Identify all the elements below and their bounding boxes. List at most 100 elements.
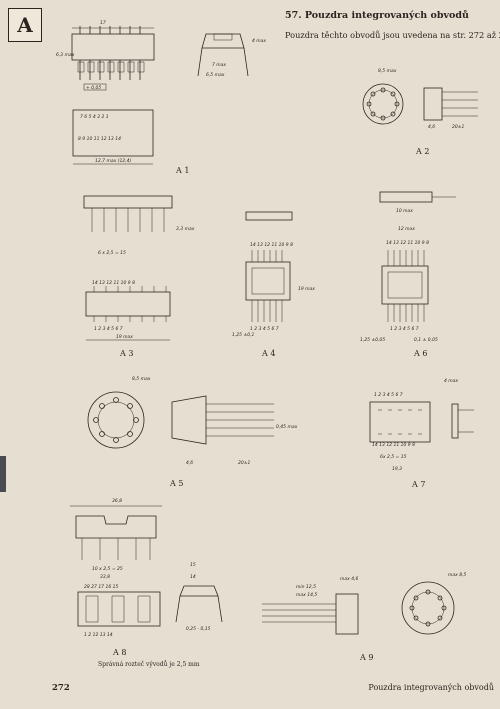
figure-label-a6: A 6	[414, 349, 428, 358]
a6-dim-t: 0,1 ± 0,05	[414, 337, 438, 343]
a5-leads	[206, 403, 274, 437]
a8-body-side	[75, 515, 157, 539]
a7-dim-w: 19,3	[392, 466, 402, 472]
figure-label-a7: A 7	[412, 480, 426, 489]
a1-body-top	[72, 109, 154, 157]
section-letter-box: A	[8, 8, 42, 42]
a1-tag-text: + 0,05	[86, 85, 101, 91]
a6-pins-bot: 1 2 3 4 5 6 7	[390, 326, 419, 332]
a6-pins-top: 14 13 12 11 10 9 8	[386, 240, 429, 246]
a2-dim-dia: 8,5 max	[378, 68, 397, 74]
a8-pins-bot: 1 2 12 13 14	[84, 632, 113, 638]
a7-dim-pitch: 6x 2,5 = 15	[380, 454, 407, 460]
figure-a1-drawing: 17 6,3 max + 0,05 7 6 5 4 3 2 1 8 9 10 1…	[56, 20, 266, 165]
a2-leads	[442, 91, 478, 117]
a7-side	[451, 403, 459, 439]
a1-dim-width: 12,7 max (12,4)	[95, 158, 131, 164]
page-edge-tab	[0, 456, 6, 492]
a5-dim-d2: 0,45 max	[276, 424, 298, 430]
a2-dim-len: 4,6	[428, 124, 435, 130]
a1-side-leads	[197, 47, 249, 77]
a1-dim-dev: 7 max	[212, 62, 226, 68]
page-title: 57. Pouzdra integrovaných obvodů	[285, 10, 469, 21]
a3-pins	[91, 208, 165, 232]
a6-leads	[387, 250, 425, 322]
figure-a2-drawing: 8,5 max 4,6 20±1	[362, 68, 478, 130]
a1-body-side	[71, 33, 155, 61]
a4-leads	[251, 250, 283, 322]
a5-dim-len: 4,6	[186, 460, 193, 466]
a1-dim-height: 6,3 max	[56, 52, 75, 58]
a1-pins-bot: 8 9 10 11 12 13 14	[78, 136, 121, 142]
a9-leads	[262, 603, 336, 623]
a8-dim-t: 0,25 - 0,15	[186, 626, 211, 632]
figure-label-a4: A 4	[262, 349, 276, 358]
a9-dim-dia: max 8,5	[448, 572, 467, 578]
a3-dim-h: 3,3 max	[176, 226, 195, 232]
a1-dim-wide: 6,5 max	[206, 72, 225, 78]
a5-can	[171, 395, 207, 445]
figure-label-a2: A 2	[416, 147, 430, 156]
figure-label-a3: A 3	[120, 349, 134, 358]
a6-window	[387, 271, 423, 299]
a9-dim-len: min 12,5	[296, 584, 316, 590]
a5-circle-outer	[87, 391, 145, 449]
page-number: 272	[52, 683, 70, 693]
a3-pins-bot: 1 2 3 4 5 6 7	[94, 326, 123, 332]
a3-dim-len: 19 max	[116, 334, 133, 340]
a8-pins-side	[81, 538, 151, 560]
a1-side-top	[213, 33, 233, 41]
a8-dim-w: 36,8	[112, 498, 122, 504]
a1-pins-down	[79, 60, 141, 80]
a4-window	[251, 267, 285, 295]
figure-label-a1: A 1	[176, 166, 190, 175]
a6-body	[381, 265, 429, 305]
a4-dim-pitch: 1,25 ±0,1	[232, 332, 255, 338]
a8-dim-e: 14	[190, 574, 196, 580]
a6-dim-l: 10 max	[396, 208, 413, 214]
a5-dim-dia: 8,5 max	[132, 376, 151, 382]
a9-circle-outer	[401, 581, 455, 635]
a1-side-dim: 4 max	[252, 38, 266, 44]
a1-pads	[77, 61, 145, 73]
running-footer-title: Pouzdra integrovaných obvodů	[368, 683, 494, 692]
a1-tag	[83, 83, 107, 91]
a4-pins-top: 14 13 12 11 10 9 8	[250, 242, 293, 248]
figure-a6-drawing: 10 max 12 max 14 13 12 11 10 9 8 1 2 3 4…	[360, 191, 456, 343]
a3-body-side	[83, 195, 173, 209]
a2-dim-lead: 20±1	[452, 124, 464, 130]
a3-body-top	[85, 291, 171, 317]
a6-dim-w: 12 max	[398, 226, 415, 232]
a4-body	[245, 261, 291, 301]
a3-pins-top: 14 13 12 11 10 9 8	[92, 280, 135, 286]
a7-body	[369, 401, 431, 443]
figure-a4-drawing: 14 13 12 11 10 9 8 1 2 3 4 5 6 7 1,25 ±0…	[232, 211, 315, 338]
figure-a5-drawing: 8,5 max 4,6 20±1 0,45 max	[87, 376, 298, 466]
a2-circle-inner	[368, 89, 398, 119]
a8-dim-l: 33,8	[100, 574, 110, 580]
a8-dim-d: 15	[190, 562, 196, 568]
a1-side-body	[201, 33, 245, 49]
a5-circle-inner	[97, 401, 135, 439]
a6-dim-pitch: 1,25 ±0,05	[360, 337, 385, 343]
a7-side-leads	[458, 409, 474, 433]
a7-dim-h: 4 max	[444, 378, 458, 384]
a1-pins-up	[79, 26, 141, 34]
figure-a7-drawing: 1 2 3 4 5 6 7 14 13 12 11 10 9 8 6x 2,5 …	[369, 378, 474, 472]
figure-a3-drawing: 6 x 2,5 = 15 3,3 max 14 13 12 11 10 9 8 …	[83, 195, 195, 341]
page-subtitle: Pouzdra těchto obvodů jsou uvedena na st…	[285, 30, 500, 40]
figure-label-a9: A 9	[360, 653, 374, 662]
a7-pins-top: 1 2 3 4 5 6 7	[374, 392, 403, 398]
a8-dim-pitch: 10 x 2,5 = 25	[92, 566, 123, 572]
a9-dim-lead: max 4,6	[340, 576, 359, 582]
a7-pads	[378, 409, 422, 435]
a8-body-top	[77, 591, 161, 627]
figure-label-a8: A 8	[113, 648, 127, 657]
a3-dim-pitch: 6 x 2,5 = 15	[98, 250, 126, 256]
figure-a9-drawing: min 12,5 max 14,5 max 4,6 max 8,5	[262, 572, 467, 635]
a1-dim-top: 17	[100, 20, 106, 26]
a7-pins-bot: 14 13 12 11 10 9 8	[372, 442, 415, 448]
a9-circle-inner	[411, 591, 445, 625]
